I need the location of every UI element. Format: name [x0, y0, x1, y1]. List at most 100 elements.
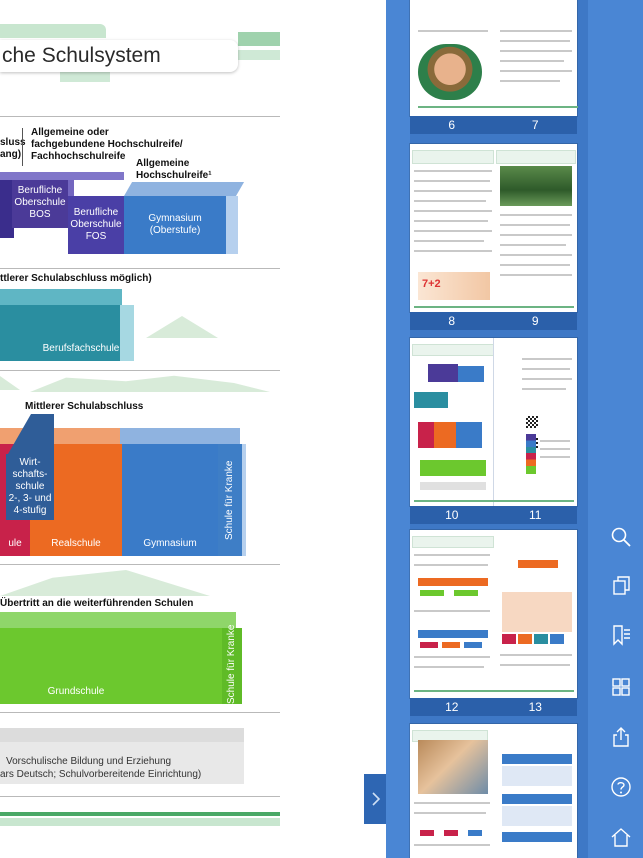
help-button[interactable] — [608, 774, 634, 800]
thumb-header-band — [412, 150, 494, 164]
text-line — [414, 210, 492, 212]
text-line — [500, 274, 572, 276]
page-number: 10 — [445, 508, 459, 522]
text-line — [414, 180, 490, 182]
thumbnail-page-10-11[interactable] — [410, 338, 577, 506]
bookmarks-button[interactable] — [608, 622, 634, 648]
berufsfachschule-label: Berufsfachschule — [42, 343, 120, 354]
mini-block-blue — [502, 754, 572, 764]
share-button[interactable] — [608, 724, 634, 750]
mittelschule-label: ule — [8, 538, 22, 549]
text-line — [414, 500, 574, 502]
hill-shape — [30, 375, 270, 392]
text-line — [414, 190, 492, 192]
box-bos: Berufliche Oberschule BOS — [12, 178, 68, 228]
document-page[interactable]: che Schulsystem sluss ang) Allgemeine od… — [0, 0, 386, 858]
text-line — [414, 564, 488, 566]
divider — [0, 116, 280, 117]
mini-block-orange — [418, 578, 488, 586]
text-line — [414, 200, 486, 202]
hill-shape — [146, 316, 218, 338]
vorschule-label-2: ars Deutsch; Schulvorbereitende Einricht… — [0, 769, 202, 780]
text-line — [414, 844, 490, 846]
thumbnail-page-6-7[interactable] — [410, 0, 578, 116]
box-gymnasium: Gymnasium — [122, 444, 218, 556]
text-line — [418, 106, 578, 108]
bos-label: Berufliche Oberschule BOS — [14, 185, 66, 220]
page-number: 12 — [445, 700, 459, 714]
page-title: che Schulsystem — [0, 40, 238, 72]
mini-block-red — [502, 634, 516, 644]
label-uebertritt: Übertritt an die weiterführenden Schulen — [0, 598, 194, 609]
divider — [0, 370, 280, 371]
mini-block-teal — [414, 392, 448, 408]
text-line — [500, 214, 572, 216]
header-band-dark — [238, 32, 280, 46]
thumbnail-page-12-13[interactable] — [410, 530, 577, 698]
mini-block-green — [454, 590, 478, 596]
mini-block-blue — [468, 830, 482, 836]
divider — [0, 712, 280, 713]
page-label-6-7: 6 7 — [410, 116, 577, 134]
text-line — [414, 170, 492, 172]
text-line — [500, 30, 572, 32]
thumb-photo-hand — [418, 272, 490, 300]
schule-kranke-label: Schule für Kranke — [224, 460, 235, 540]
text-line — [500, 50, 572, 52]
mini-qr — [526, 416, 538, 428]
page-label-12-13: 12 13 — [410, 698, 577, 716]
page-number: 7 — [531, 118, 539, 132]
divider — [0, 268, 280, 269]
thumb-header-band — [496, 150, 576, 164]
mini-color-list — [526, 434, 536, 474]
text-line — [414, 240, 484, 242]
search-button[interactable] — [608, 524, 634, 550]
box-fos: Berufliche Oberschule FOS — [68, 196, 124, 254]
label-hochschulreife-fach: Allgemeine oder fachgebundene Hochschulr… — [31, 127, 183, 162]
mini-block-blue — [502, 832, 572, 842]
mini-block-blue — [464, 642, 482, 648]
mini-block-lightblue — [502, 766, 572, 786]
pages-button[interactable] — [608, 572, 634, 598]
text-line — [500, 254, 572, 256]
thumb-header-band — [412, 536, 494, 548]
schule-kranke-label-2: Schule für Kranke — [226, 624, 237, 705]
thumbnail-page-8-9[interactable]: 7+2 — [410, 144, 577, 312]
divider — [0, 564, 280, 565]
home-button[interactable] — [608, 824, 634, 850]
text-line — [414, 666, 484, 668]
gymnasium-oberstufe-label: Gymnasium (Oberstufe) — [148, 213, 202, 236]
bfs-top — [0, 289, 122, 307]
text-line — [414, 554, 490, 556]
wirtschaftsschule-label: Wirt- schafts- schule 2-, 3- und 4-stufi… — [8, 457, 52, 516]
text-line — [540, 456, 570, 458]
text-line — [414, 250, 492, 252]
page-divider — [493, 338, 494, 506]
thumb-photo — [418, 740, 488, 794]
mini-block-teal — [534, 634, 548, 644]
gymnasium-label: Gymnasium — [143, 538, 197, 549]
label-mittlerer-schulabschluss: Mittlerer Schulabschluss — [25, 401, 144, 412]
chevron-right-icon — [372, 792, 381, 806]
box-purple-left — [0, 178, 14, 238]
grid-button[interactable] — [608, 674, 634, 700]
mini-block-red — [418, 422, 434, 448]
schule-kranke-box-2: Schule für Kranke — [222, 624, 242, 705]
text-line — [500, 60, 564, 62]
lower-side — [242, 444, 246, 556]
text-line — [522, 378, 572, 380]
text-line — [418, 30, 488, 32]
header-band-bottom — [60, 72, 110, 82]
thumbnail-page-14-15[interactable] — [410, 724, 577, 858]
box-top-purple — [0, 172, 124, 180]
text-line — [414, 306, 574, 308]
collapse-sidebar-tab[interactable] — [364, 774, 388, 824]
bookmark-list-icon — [613, 625, 630, 646]
header-band-light — [0, 24, 106, 38]
text-line — [414, 230, 492, 232]
share-icon — [613, 727, 629, 747]
lower-top-band-blue — [120, 428, 240, 444]
text-line — [522, 368, 570, 370]
realschule-label: Realschule — [51, 538, 101, 549]
text-line — [540, 448, 570, 450]
